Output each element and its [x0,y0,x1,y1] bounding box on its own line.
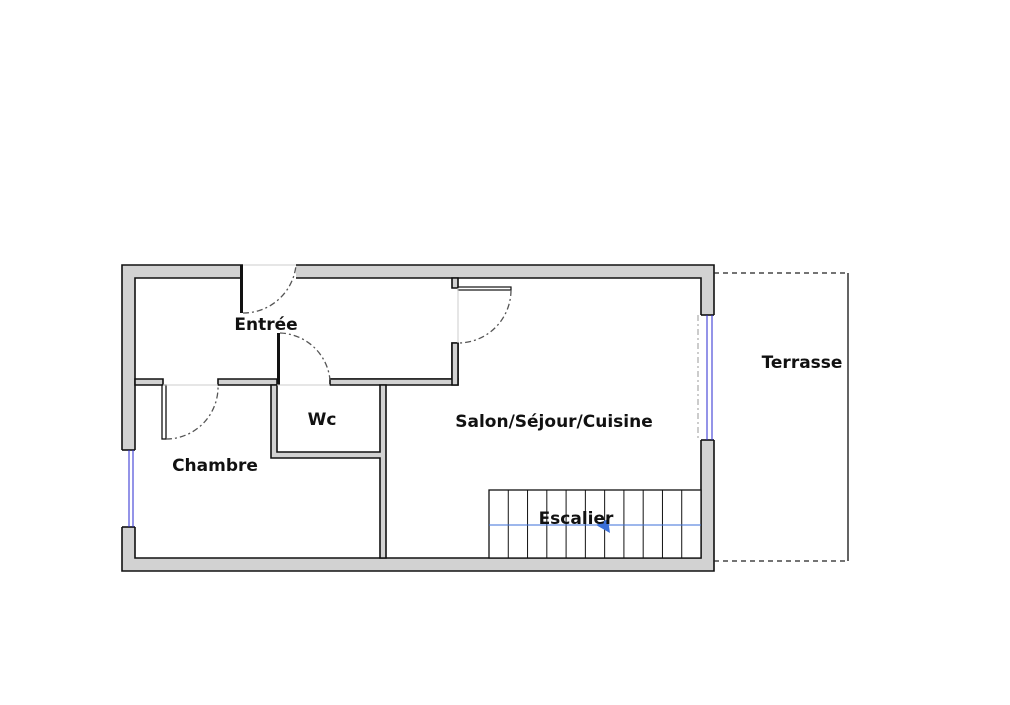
staircase [488,489,702,559]
salon-door[interactable] [457,286,512,344]
room-label-entree: Entrée [234,315,298,335]
terrace-outline [714,272,849,562]
wc-door[interactable] [277,332,331,386]
entry-door[interactable] [240,264,297,314]
chambre-window [128,450,134,527]
interior-walls [134,277,459,559]
room-label-terrasse: Terrasse [761,353,843,373]
room-label-wc: Wc [307,410,337,430]
room-label-salon: Salon/Séjour/Cuisine [455,412,653,432]
stair-arrow-icon [596,519,610,533]
chambre-door[interactable] [161,384,219,440]
room-label-escalier: Escalier [538,509,614,529]
salon-window [697,315,713,440]
entry-door-opening [243,263,296,279]
room-label-chambre: Chambre [172,456,258,476]
